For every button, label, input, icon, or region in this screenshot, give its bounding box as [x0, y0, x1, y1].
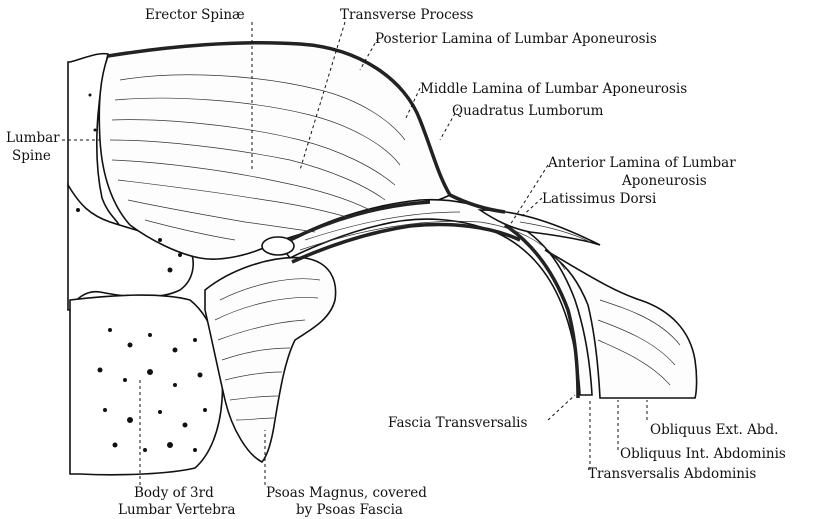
label-obliquus-ext: Obliquus Ext. Abd. [650, 422, 778, 438]
label-obliquus-int: Obliquus Int. Abdominis [620, 446, 786, 462]
label-anterior-lamina-2: Aponeurosis [621, 173, 707, 189]
label-latissimus-dorsi: Latissimus Dorsi [542, 191, 657, 207]
label-vertebra-1: Body of 3rd [134, 485, 214, 501]
label-vertebra-2: Lumbar Vertebra [118, 502, 235, 518]
label-anterior-lamina-1: Anterior Lamina of Lumbar [547, 155, 736, 171]
psoas-magnus-muscle [205, 258, 336, 462]
label-erector-spinae: Erector Spinæ [145, 7, 245, 23]
transverse-process [262, 237, 294, 255]
vertebral-body [70, 295, 223, 475]
label-psoas-1: Psoas Magnus, covered [266, 485, 427, 501]
label-lumbar-spine-1: Lumbar [6, 130, 60, 146]
label-quadratus-lumborum: Quadratus Lumborum [452, 103, 604, 119]
label-transverse-process: Transverse Process [340, 7, 474, 23]
label-lumbar-spine-2: Spine [12, 148, 51, 164]
label-middle-lamina: Middle Lamina of Lumbar Aponeurosis [420, 81, 687, 97]
label-transversalis-abdominis: Transversalis Abdominis [588, 466, 756, 482]
label-posterior-lamina: Posterior Lamina of Lumbar Aponeurosis [375, 31, 657, 47]
label-psoas-2: by Psoas Fascia [296, 502, 403, 518]
label-fascia-transversalis: Fascia Transversalis [388, 415, 527, 431]
